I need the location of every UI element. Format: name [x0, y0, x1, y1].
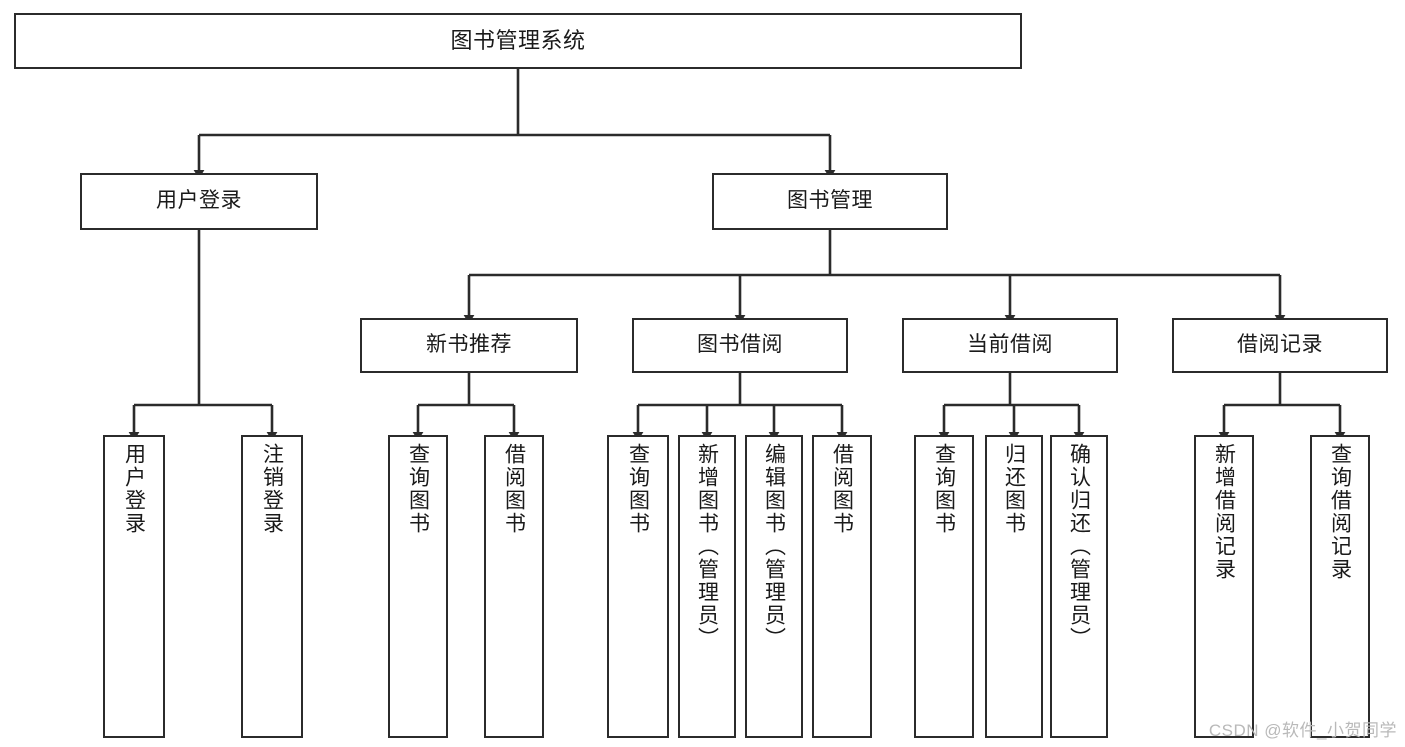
node-user-login[interactable]: 用户登录	[80, 173, 318, 230]
node-leaf-add-book[interactable]: 新增图书（管理员）	[678, 435, 736, 738]
node-label-leaf-borrow-book-rec: 借阅图书	[502, 443, 526, 535]
node-leaf-query-book-bor[interactable]: 查询图书	[607, 435, 669, 738]
node-leaf-user-logout[interactable]: 注销登录	[241, 435, 303, 738]
node-root[interactable]: 图书管理系统	[14, 13, 1022, 69]
node-label-borrow-record: 借阅记录	[1237, 333, 1323, 357]
node-label-leaf-query-book-bor: 查询图书	[626, 443, 650, 535]
node-label-leaf-user-logout: 注销登录	[260, 443, 284, 535]
node-label-leaf-query-book-rec: 查询图书	[406, 443, 430, 535]
node-leaf-borrow-book-rec[interactable]: 借阅图书	[484, 435, 544, 738]
node-label-leaf-confirm-return: 确认归还（管理员）	[1067, 443, 1091, 650]
node-leaf-edit-book[interactable]: 编辑图书（管理员）	[745, 435, 803, 738]
node-leaf-user-login[interactable]: 用户登录	[103, 435, 165, 738]
connector-layer	[128, 69, 1346, 441]
node-label-leaf-borrow-book: 借阅图书	[830, 443, 854, 535]
node-label-leaf-edit-book: 编辑图书（管理员）	[762, 443, 786, 650]
node-label-leaf-return-book: 归还图书	[1002, 443, 1026, 535]
node-leaf-query-record[interactable]: 查询借阅记录	[1310, 435, 1370, 738]
node-leaf-confirm-return[interactable]: 确认归还（管理员）	[1050, 435, 1108, 738]
node-leaf-query-book-cur[interactable]: 查询图书	[914, 435, 974, 738]
node-label-leaf-user-login: 用户登录	[122, 443, 146, 535]
node-label-leaf-query-book-cur: 查询图书	[932, 443, 956, 535]
node-book-manage[interactable]: 图书管理	[712, 173, 948, 230]
node-borrow-record[interactable]: 借阅记录	[1172, 318, 1388, 373]
node-current-borrow[interactable]: 当前借阅	[902, 318, 1118, 373]
node-label-new-book-rec: 新书推荐	[426, 333, 512, 357]
node-label-leaf-add-book: 新增图书（管理员）	[695, 443, 719, 650]
node-label-leaf-add-record: 新增借阅记录	[1212, 443, 1236, 581]
node-label-root: 图书管理系统	[450, 28, 586, 54]
node-label-leaf-query-record: 查询借阅记录	[1328, 443, 1352, 581]
node-leaf-add-record[interactable]: 新增借阅记录	[1194, 435, 1254, 738]
node-leaf-borrow-book[interactable]: 借阅图书	[812, 435, 872, 738]
node-book-borrow[interactable]: 图书借阅	[632, 318, 848, 373]
node-leaf-return-book[interactable]: 归还图书	[985, 435, 1043, 738]
node-label-user-login: 用户登录	[156, 189, 242, 213]
node-label-current-borrow: 当前借阅	[967, 333, 1053, 357]
node-leaf-query-book-rec[interactable]: 查询图书	[388, 435, 448, 738]
node-label-book-manage: 图书管理	[787, 189, 873, 213]
node-label-book-borrow: 图书借阅	[697, 333, 783, 357]
node-new-book-rec[interactable]: 新书推荐	[360, 318, 578, 373]
